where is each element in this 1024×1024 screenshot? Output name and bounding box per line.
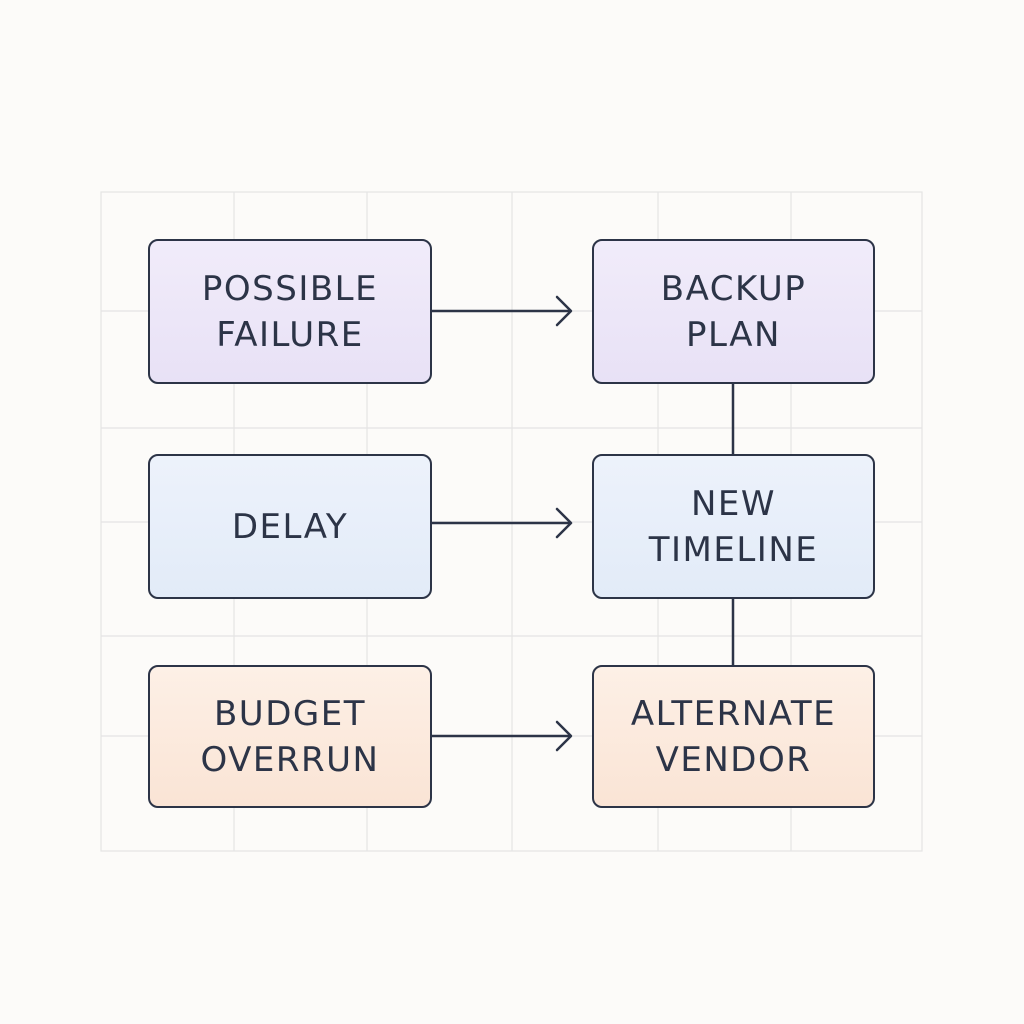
node-label-possible-failure: POSSIBLE FAILURE bbox=[201, 268, 379, 355]
node-possible-failure: POSSIBLE FAILURE bbox=[148, 239, 432, 384]
node-fill-budget-overrun bbox=[149, 666, 431, 807]
node-fill-possible-failure bbox=[149, 240, 431, 383]
node-fill-new-timeline bbox=[593, 455, 874, 598]
node-delay: DELAY bbox=[148, 454, 432, 599]
arrow-delay-to-new-timeline bbox=[430, 507, 573, 539]
node-fill-backup-plan bbox=[593, 240, 874, 383]
node-label-backup-plan: BACKUP PLAN bbox=[660, 268, 807, 355]
node-fill-delay bbox=[149, 455, 431, 598]
node-new-timeline: NEW TIMELINE bbox=[592, 454, 875, 599]
node-alternate-vendor: ALTERNATE VENDOR bbox=[592, 665, 875, 808]
node-budget-overrun: BUDGET OVERRUN bbox=[148, 665, 432, 808]
node-label-alternate-vendor: ALTERNATE VENDOR bbox=[630, 693, 837, 780]
arrow-budget-overrun-to-alternate-vendor bbox=[430, 720, 573, 752]
node-label-budget-overrun: BUDGET OVERRUN bbox=[200, 693, 380, 780]
node-label-new-timeline: NEW TIMELINE bbox=[648, 483, 819, 570]
arrow-possible-failure-to-backup-plan bbox=[430, 295, 573, 327]
node-backup-plan: BACKUP PLAN bbox=[592, 239, 875, 384]
node-fill-alternate-vendor bbox=[593, 666, 874, 807]
node-label-delay: DELAY bbox=[231, 506, 349, 547]
